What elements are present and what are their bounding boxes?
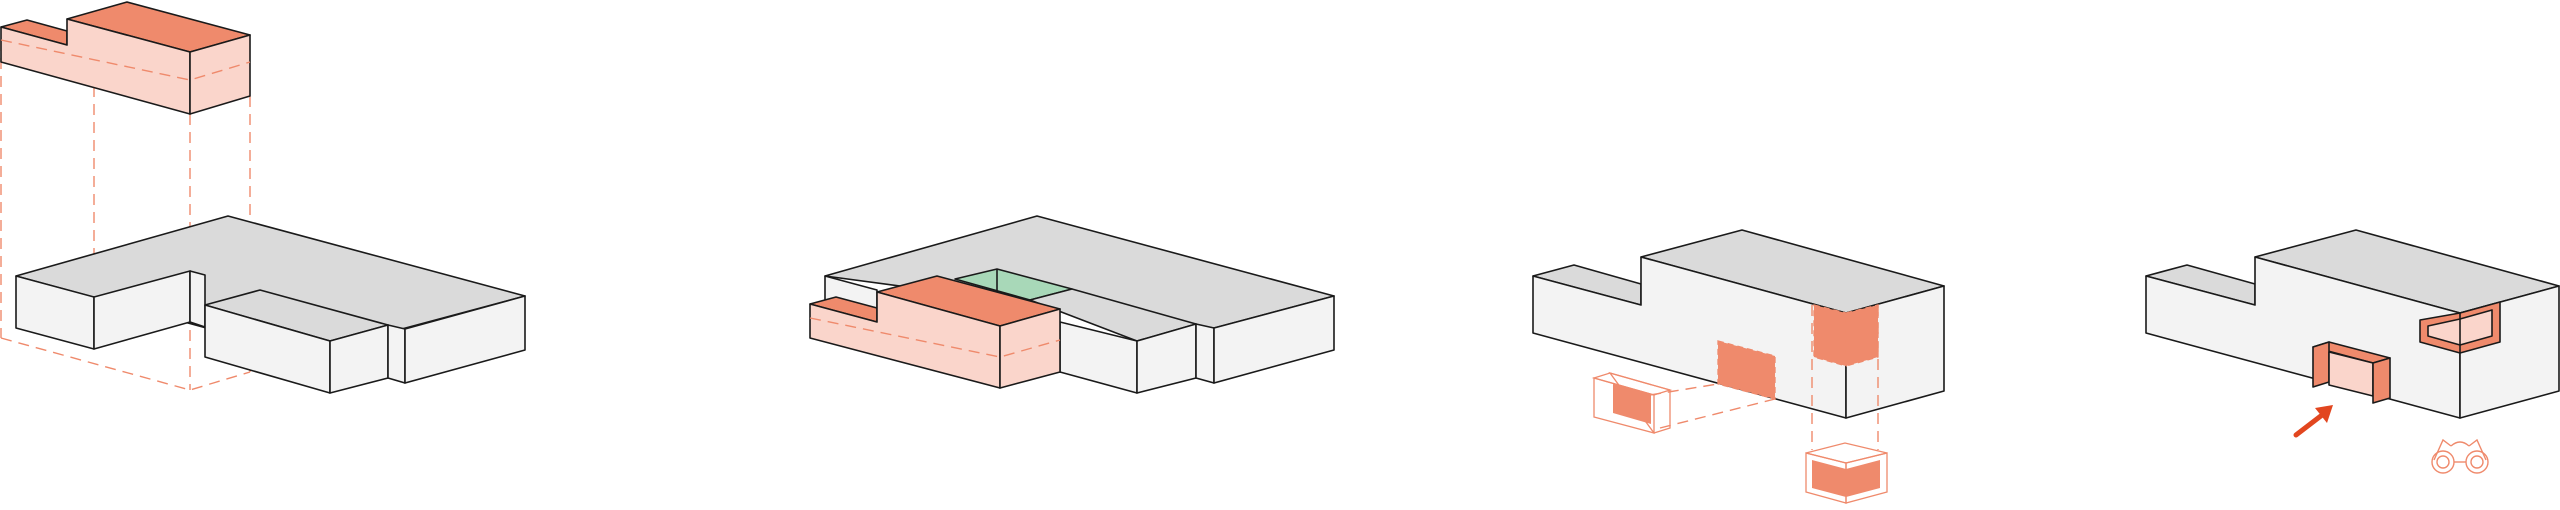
entry-box-left-jamb (2312, 341, 2330, 388)
placed-volume (809, 275, 1061, 389)
exploded-window (1591, 371, 1673, 434)
panel-openings-projection (1532, 229, 1945, 504)
projection-lines (1649, 305, 1879, 450)
corner-frame-top (1805, 442, 1888, 464)
wall-right-end (404, 295, 526, 384)
arrow-icon (2293, 405, 2333, 438)
wall-right-end (1213, 295, 1335, 384)
facade-opening-corner-right (1845, 304, 1879, 367)
extracted-hidden-edges (0, 39, 251, 81)
binoculars-icon (2431, 438, 2489, 474)
entry-box (2312, 341, 2391, 404)
panel-volume-placement (809, 215, 1335, 394)
corner-view-window (2419, 301, 2501, 354)
projection-lines (0, 40, 251, 391)
exploded-corner-window (1805, 442, 1888, 504)
extracted-wall-side (189, 34, 251, 115)
wall-notch (387, 324, 406, 384)
wall-notch (1195, 323, 1215, 384)
placed-hidden-edges (809, 317, 1061, 358)
entry-box-right-jamb (2372, 357, 2391, 404)
panel-volume-extraction (0, 1, 526, 394)
base-building (15, 215, 526, 394)
wall-inner-step (189, 270, 206, 328)
panel-views-and-entry (2145, 229, 2560, 474)
window-pane (1613, 384, 1651, 424)
corner-pane (1812, 460, 1880, 497)
extracted-volume (0, 1, 251, 115)
facade-opening-corner-left (1813, 304, 1847, 367)
